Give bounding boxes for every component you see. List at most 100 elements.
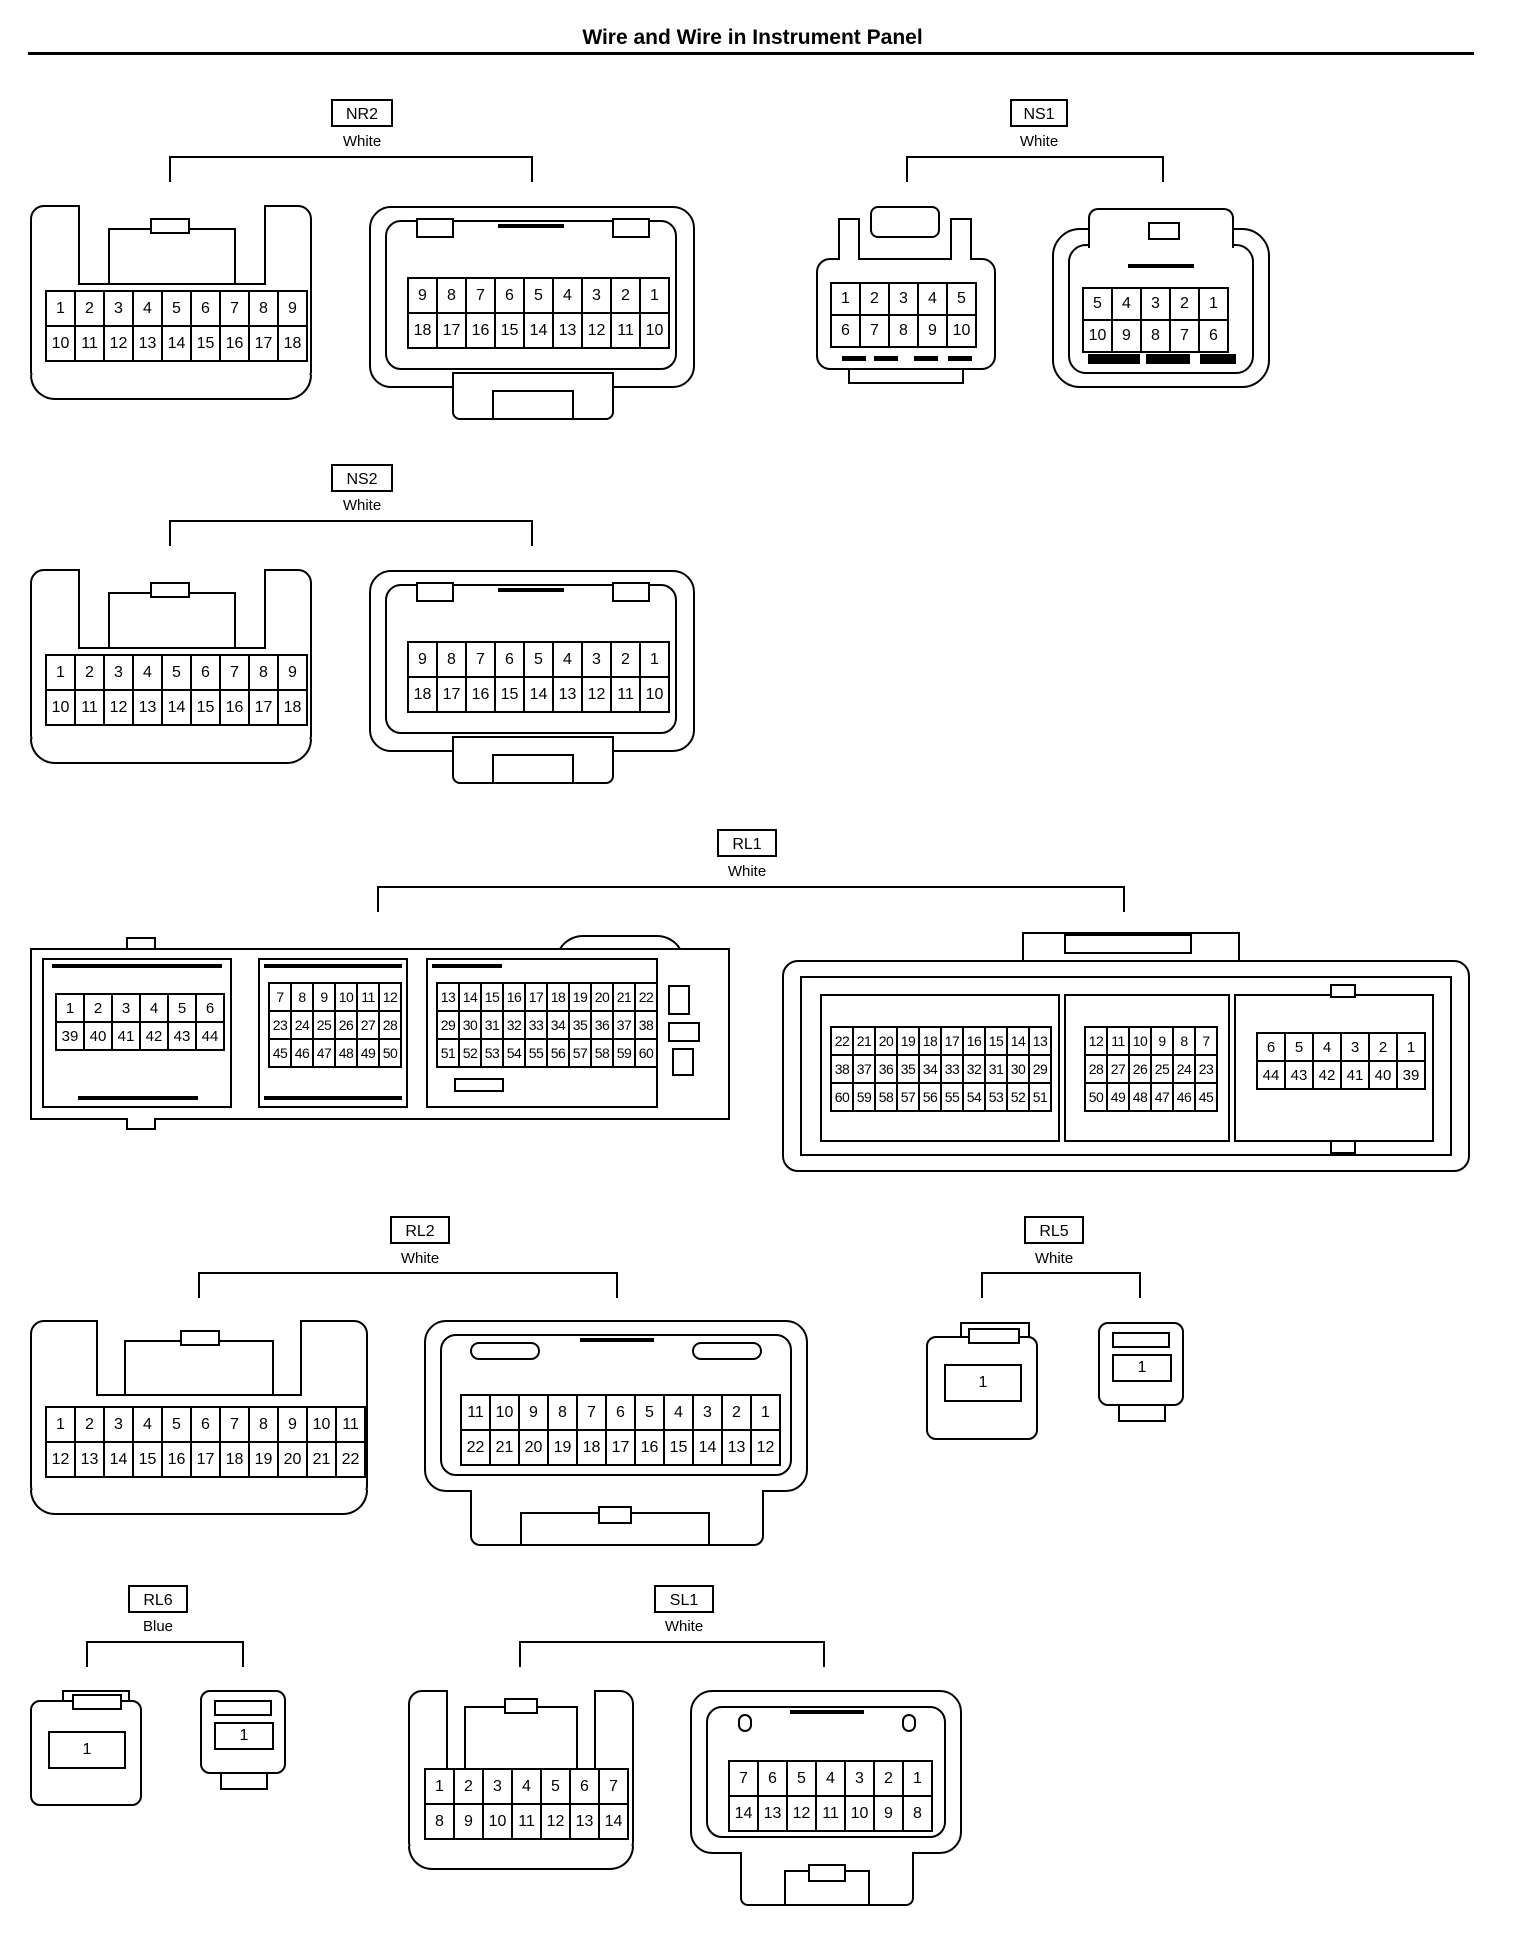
pin-cell: 10	[306, 1406, 337, 1443]
pin-cell: 12	[103, 325, 134, 362]
pin-cell: 12	[786, 1795, 817, 1832]
pin-cell: 6	[190, 1406, 221, 1443]
pin-cell: 15	[132, 1441, 163, 1478]
pin-cell: 25	[1150, 1054, 1174, 1084]
pin-cell: 2	[610, 277, 641, 314]
pin-cell: 4	[663, 1394, 694, 1431]
pin-cell: 19	[568, 982, 592, 1012]
pin-cell: 17	[605, 1429, 636, 1466]
pin-cell: 1	[1198, 287, 1229, 321]
pin-cell: 19	[547, 1429, 578, 1466]
pin-cell: 24	[290, 1010, 314, 1040]
pin-cell: 32	[962, 1054, 986, 1084]
connector-bracket-sl1	[519, 1641, 825, 1667]
pin-cell: 3	[844, 1760, 875, 1797]
connector-code-rl6: RL6	[128, 1585, 188, 1613]
pin-cell: 1	[55, 993, 85, 1023]
pin-cell: 11	[335, 1406, 366, 1443]
pin-cell: 50	[378, 1038, 402, 1068]
pin-cell: 5	[161, 654, 192, 691]
pin-cell: 6	[757, 1760, 788, 1797]
pin-cell: 4	[815, 1760, 846, 1797]
connector-code-rl1: RL1	[717, 829, 777, 857]
pin-cell: 3	[103, 654, 134, 691]
pin-cell: 3	[888, 282, 919, 316]
pin-cell: 14	[458, 982, 482, 1012]
pin-cell: 44	[195, 1021, 225, 1051]
guide-slot	[416, 582, 454, 602]
pin-cell: 8	[248, 1406, 279, 1443]
pin-cell: 46	[1172, 1082, 1196, 1112]
key-rib	[874, 356, 898, 361]
pin-cell: 10	[1128, 1026, 1152, 1056]
pin-cell: 31	[984, 1054, 1008, 1084]
pin-cell: 15	[663, 1429, 694, 1466]
connector-bracket-rl2	[198, 1272, 618, 1298]
pin-cell: 41	[111, 1021, 141, 1051]
pin-cell: 6	[605, 1394, 636, 1431]
lock-arm	[1118, 1404, 1166, 1422]
pin-cell: 49	[356, 1038, 380, 1068]
pin-cell: 8	[547, 1394, 578, 1431]
connector-code-sl1: SL1	[654, 1585, 714, 1613]
pin-cell: 4	[139, 993, 169, 1023]
connector-bracket-rl6	[86, 1641, 244, 1667]
key-rib	[580, 1338, 654, 1342]
pin-cell: 7	[219, 654, 250, 691]
pin-cell: 43	[167, 1021, 197, 1051]
key-slot	[1330, 984, 1356, 998]
pin-cell: 36	[590, 1010, 614, 1040]
guide-slot	[902, 1714, 916, 1732]
pin-cell: 18	[546, 982, 570, 1012]
pin-cell: 2	[74, 290, 105, 327]
pin-cell: 7	[859, 314, 890, 348]
pin-cell: 3	[692, 1394, 723, 1431]
pin-cell: 14	[1006, 1026, 1030, 1056]
pin-cell: 52	[458, 1038, 482, 1068]
pin-cell: 14	[161, 689, 192, 726]
pin-cell: 4	[1312, 1032, 1342, 1062]
connector-color-sl1: White	[664, 1618, 704, 1635]
pin-grid: 1	[214, 1722, 274, 1750]
lock-post	[126, 937, 156, 951]
key-rib	[432, 964, 502, 968]
connector-color-ns1: White	[1019, 133, 1059, 150]
lock-arm	[492, 390, 574, 420]
pin-cell: 15	[190, 325, 221, 362]
pin-cell: 50	[1084, 1082, 1108, 1112]
pin-cell: 60	[634, 1038, 658, 1068]
pin-cell: 14	[523, 676, 554, 713]
pin-cell: 5	[634, 1394, 665, 1431]
pin-cell: 15	[494, 312, 525, 349]
pin-cell: 59	[612, 1038, 636, 1068]
title-rule	[28, 52, 1474, 55]
pin-cell: 11	[511, 1803, 542, 1840]
pin-cell: 15	[480, 982, 504, 1012]
pin-cell: 10	[844, 1795, 875, 1832]
pin-cell: 17	[436, 676, 467, 713]
pin-cell: 7	[576, 1394, 607, 1431]
pin-row: 1	[1112, 1354, 1172, 1382]
lock-latch	[214, 1700, 272, 1716]
key-rib	[264, 964, 402, 968]
pin-cell: 1	[214, 1722, 274, 1750]
housing-skirt	[30, 1490, 368, 1515]
pin-cell: 6	[1256, 1032, 1286, 1062]
lock-latch	[72, 1694, 122, 1710]
pin-cell: 10	[45, 689, 76, 726]
